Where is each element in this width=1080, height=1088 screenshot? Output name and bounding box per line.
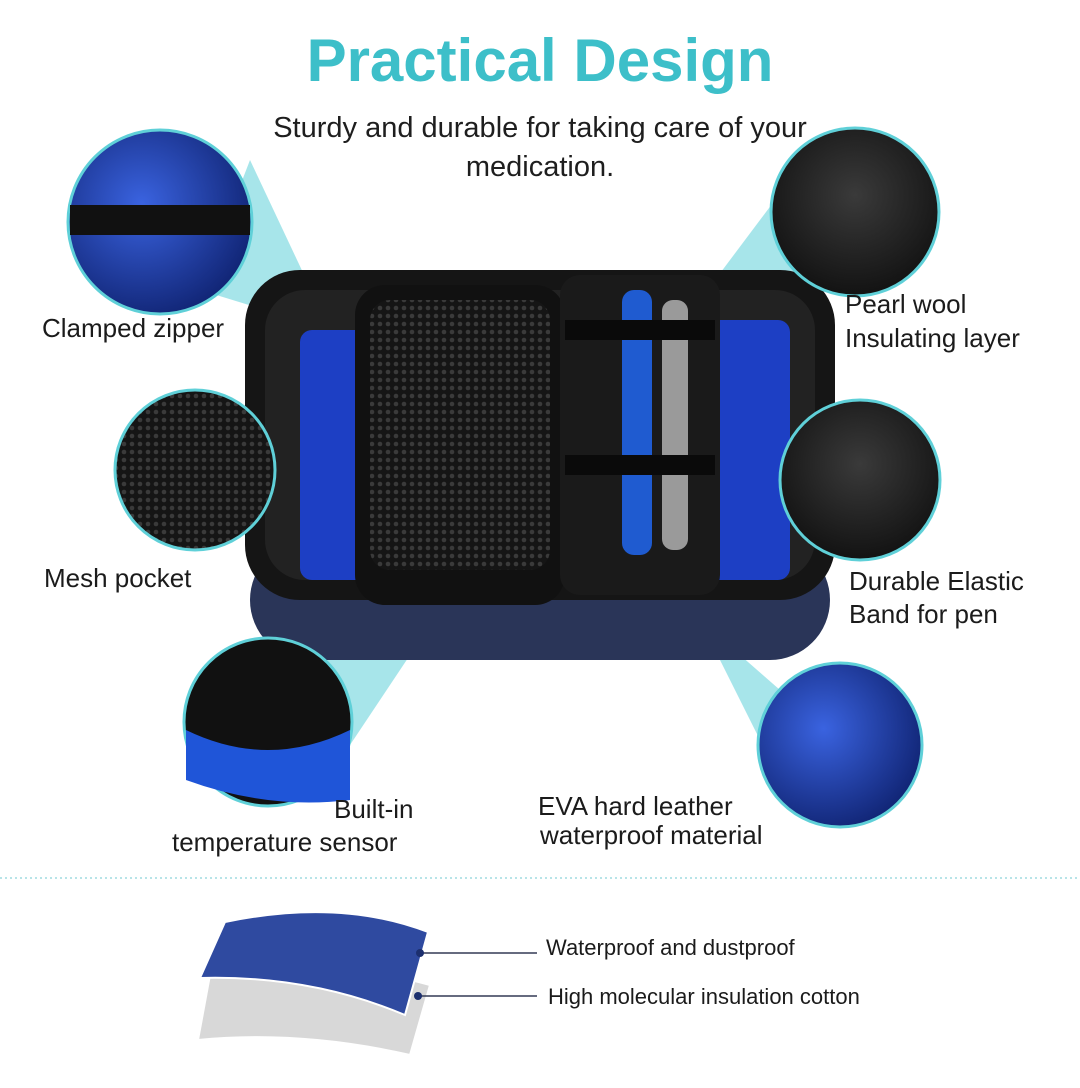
elastic-detail-circle bbox=[778, 398, 942, 562]
eva-detail-circle bbox=[756, 661, 924, 829]
label-sensor-1: Built-in bbox=[334, 794, 414, 824]
label-layer-top: Waterproof and dustproof bbox=[546, 935, 795, 960]
page-title: Practical Design bbox=[306, 27, 774, 94]
label-eva-1: EVA hard leather bbox=[538, 791, 733, 821]
label-eva-2: waterproof material bbox=[540, 820, 763, 850]
label-pearl-wool-2: Insulating layer bbox=[845, 323, 1020, 353]
subtitle-line-2: medication. bbox=[465, 151, 615, 183]
label-clamped-zipper: Clamped zipper bbox=[42, 313, 225, 343]
mesh-detail-circle bbox=[113, 388, 277, 552]
pearl-wool-detail-circle bbox=[769, 126, 941, 298]
label-layer-bottom: High molecular insulation cotton bbox=[548, 984, 860, 1009]
label-elastic-1: Durable Elastic bbox=[849, 566, 1024, 596]
label-mesh-pocket: Mesh pocket bbox=[44, 563, 192, 593]
label-pearl-wool-1: Pearl wool bbox=[845, 289, 967, 319]
material-layers-icon bbox=[196, 911, 537, 1057]
label-elastic-2: Band for pen bbox=[849, 599, 998, 629]
label-sensor-2: temperature sensor bbox=[172, 827, 398, 857]
case-image bbox=[245, 270, 835, 660]
subtitle-line-1: Sturdy and durable for taking care of yo… bbox=[273, 112, 807, 144]
